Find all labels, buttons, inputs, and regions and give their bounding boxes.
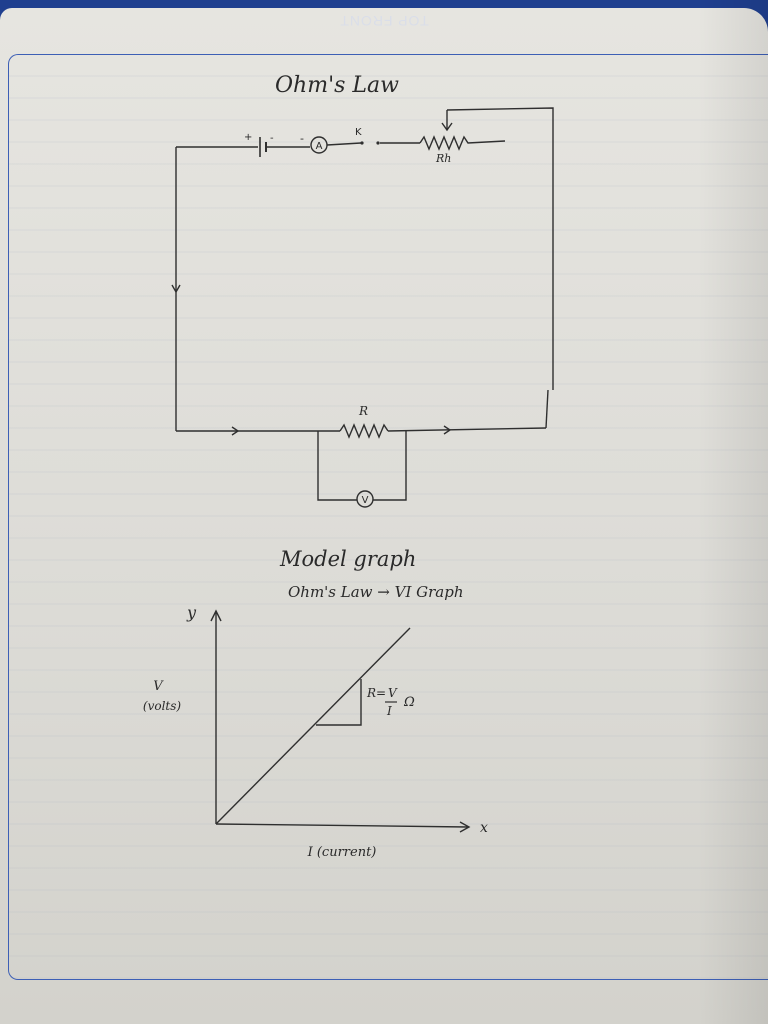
- y-axis-letter: y: [186, 603, 197, 622]
- slope-triangle: [316, 679, 362, 726]
- x-axis-letter: x: [480, 820, 488, 836]
- formula-lhs: R=: [366, 686, 386, 700]
- resistor-symbol: [339, 423, 389, 439]
- key-contact-right: [376, 141, 380, 145]
- x-axis-label: I (current): [307, 845, 377, 860]
- y-axis-arrow: [210, 609, 222, 622]
- current-arrow-bottom-left: [231, 426, 240, 436]
- voltmeter-symbol: [356, 490, 374, 508]
- voltmeter-wire-left: [317, 431, 357, 501]
- ammeter-label: A: [316, 141, 323, 152]
- battery-plus-sign: +: [244, 132, 252, 143]
- wire-bottom-right: [387, 427, 547, 432]
- resistor-label: R: [358, 404, 368, 418]
- notebook-sheet: TOP FRONT: [0, 8, 768, 1024]
- y-axis-label-symbol: V: [153, 679, 164, 694]
- current-arrow-bottom-right: [443, 425, 452, 435]
- current-arrow-left: [171, 284, 181, 294]
- formula-numerator: V: [388, 686, 398, 700]
- formula-denominator: I: [386, 704, 392, 718]
- rheostat-label: Rh: [435, 152, 451, 165]
- battery-minus-sign: -: [270, 133, 274, 144]
- key-contact-left: [360, 141, 364, 145]
- wire-right: [545, 389, 549, 429]
- circuit-diagram: + - - A K Rh R V: [171, 107, 554, 508]
- rheostat-symbol: [419, 135, 506, 151]
- voltmeter-wire-right: [373, 431, 407, 501]
- rheostat-slider-arrow: [441, 122, 453, 132]
- ammeter-minus-sign: -: [300, 132, 304, 145]
- y-axis-label-unit: (volts): [143, 699, 182, 713]
- x-axis: [215, 823, 469, 828]
- page-title: Ohm's Law: [275, 73, 399, 98]
- voltmeter-label: V: [362, 495, 369, 506]
- graph-heading: Model graph: [279, 547, 416, 571]
- graph-subheading: Ohm's Law → VI Graph: [288, 583, 464, 601]
- wire-top-right: [446, 107, 554, 390]
- x-axis-arrow: [459, 821, 471, 833]
- wire-ammeter-key: [326, 142, 362, 146]
- formula-unit: Ω: [403, 695, 415, 710]
- vi-graph: y x V (volts) I (current) R= V I Ω: [143, 603, 488, 860]
- vi-line: [215, 627, 411, 825]
- key-label: K: [355, 127, 362, 138]
